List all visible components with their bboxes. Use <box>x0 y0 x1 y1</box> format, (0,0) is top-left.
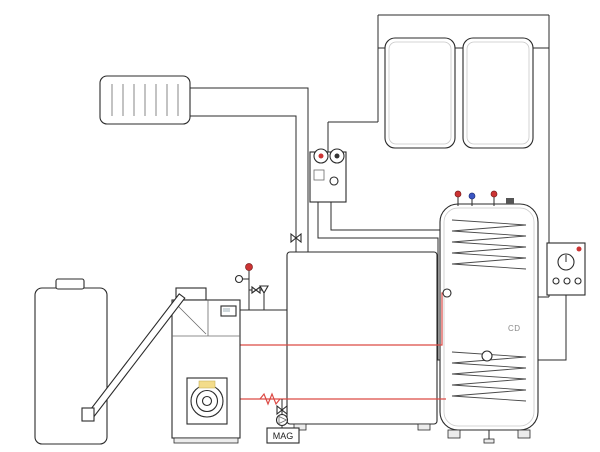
tank-connections <box>442 288 493 362</box>
knob-small-icon <box>552 277 560 285</box>
boiler-display <box>220 305 237 317</box>
tank-nipple-icon <box>442 288 452 298</box>
knob-small-icon <box>563 277 571 285</box>
power-led-icon <box>576 246 582 252</box>
station-pump-icon <box>329 176 339 186</box>
burner-fan <box>186 377 228 425</box>
solar-panel-left <box>384 37 456 149</box>
valve-icon <box>276 404 288 416</box>
pump-group <box>275 399 289 428</box>
radiator <box>99 75 191 125</box>
expansion-vessel-label: MAG <box>273 431 294 441</box>
tank-logo: CD <box>508 324 521 333</box>
solar-pump-station <box>309 148 347 203</box>
vent-fitting-icon <box>506 198 514 204</box>
expansion-vessel: MAG <box>266 427 300 444</box>
pressure-gauge-icon <box>234 274 244 284</box>
auger-motor <box>81 407 95 422</box>
boiler-base <box>173 437 239 444</box>
controller <box>546 242 586 296</box>
funnel-icon <box>259 285 269 295</box>
brand-sticker <box>198 380 216 389</box>
valve-icon <box>251 285 261 295</box>
flex-connector-icon <box>259 392 281 406</box>
tank-top-fittings <box>454 190 514 206</box>
tank-flange-icon <box>481 350 493 362</box>
gauge-right-needle <box>334 153 340 159</box>
pellet-silo <box>34 278 108 445</box>
pellet-boiler <box>171 287 241 444</box>
radiator-valve-icon <box>290 232 302 244</box>
knob-small-icon <box>574 277 582 285</box>
silo-lid <box>55 278 85 290</box>
dhw-tank: CD <box>439 190 539 444</box>
safety-valve-cap-icon <box>245 263 253 271</box>
feed-auger <box>81 293 186 422</box>
cold-water-valve-icon <box>468 192 476 200</box>
hot-water-valve-icon <box>490 190 498 198</box>
gauge-left-needle <box>318 153 324 159</box>
safety-group <box>234 263 269 310</box>
pipes-black <box>190 14 567 361</box>
upper-coil-icon <box>451 219 527 270</box>
buffer-tank <box>286 251 438 431</box>
safety-valve-icon <box>454 190 462 198</box>
solar-panel-right <box>462 37 534 149</box>
